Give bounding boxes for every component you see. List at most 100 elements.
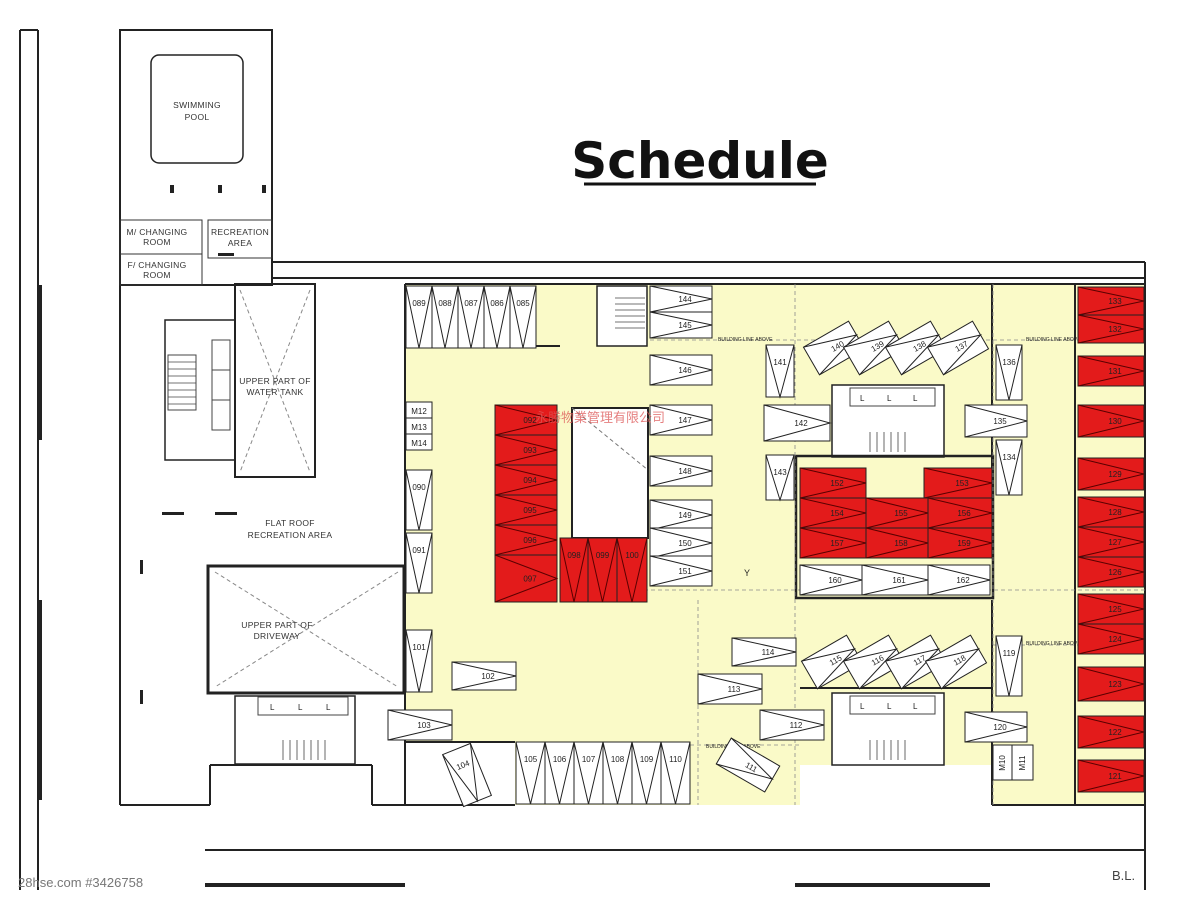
parking-bay-number: 154 <box>830 509 844 518</box>
parking-bay-number: 141 <box>773 358 787 367</box>
parking-bay-120: 120 <box>964 711 1028 743</box>
parking-bay-number: 150 <box>678 539 692 548</box>
parking-bay-108: 108 <box>602 741 633 805</box>
site-watermark: 28hse.com #3426758 <box>18 875 143 890</box>
pool-label-1: SWIMMING <box>173 100 221 110</box>
motorcycle-bay-m12: M12 <box>411 407 427 416</box>
recreation-area <box>207 219 273 259</box>
parking-bay-151: 151 <box>649 555 713 587</box>
parking-bay-104: 104 <box>441 742 493 808</box>
parking-bay-number: 133 <box>1108 297 1122 306</box>
parking-bay-marking <box>927 527 993 559</box>
parking-bay-outline <box>1077 526 1145 558</box>
parking-bay-outline <box>759 709 825 741</box>
parking-bay-outline <box>494 464 558 496</box>
building-line-note: BUILDING LINE ABOVE <box>1026 337 1081 343</box>
parking-bay-118: 118 <box>924 634 988 690</box>
parking-bay-outline <box>861 564 929 596</box>
parking-bay-outline <box>799 564 863 596</box>
lift-core-bottom-center: L L L <box>831 692 945 766</box>
parking-bay-number: 120 <box>993 723 1007 732</box>
parking-bay-outline <box>494 494 558 526</box>
parking-bay-number: 156 <box>957 509 971 518</box>
parking-bay-number: 162 <box>956 576 970 585</box>
parking-bay-marking <box>1077 526 1145 558</box>
parking-bay-number: 152 <box>830 479 844 488</box>
parking-bay-146: 146 <box>649 354 713 386</box>
parking-bay-135: 135 <box>964 404 1028 438</box>
parking-bay-marking <box>649 404 713 436</box>
parking-bay-160: 160 <box>799 564 863 596</box>
parking-bay-number: 090 <box>412 483 426 492</box>
parking-bay-number: 126 <box>1108 568 1122 577</box>
parking-bay-marking <box>494 554 559 603</box>
parking-bay-number: 135 <box>993 417 1007 426</box>
lift-mark: L <box>860 394 865 403</box>
lift-mark: L <box>887 394 892 403</box>
motorcycle-bay-m10: M10 <box>998 755 1007 771</box>
parking-bay-number: 130 <box>1108 417 1122 426</box>
parking-bay-111: 111 <box>715 737 781 793</box>
parking-bay-marking <box>451 661 517 691</box>
parking-bay-number: 108 <box>611 755 625 764</box>
parking-bay-outline <box>649 354 713 386</box>
parking-bay-marking <box>649 527 713 559</box>
parking-bay-number: 161 <box>892 576 906 585</box>
parking-bay-outline <box>964 404 1028 438</box>
parking-bay-outline <box>799 467 867 499</box>
parking-bay-number: 127 <box>1108 538 1122 547</box>
parking-bay-number: 148 <box>678 467 692 476</box>
parking-bay-marking <box>1077 666 1145 702</box>
parking-bay-outline <box>697 673 763 705</box>
parking-bay-outline <box>649 285 713 313</box>
parking-bay-153: 153 <box>923 467 993 499</box>
parking-bay-marking <box>759 709 825 741</box>
parking-bay-number: 114 <box>762 648 775 657</box>
parking-bay-marking <box>925 648 980 690</box>
parking-bay-091: 091 <box>405 532 433 594</box>
parking-bay-number: 107 <box>582 755 596 764</box>
parking-bay-157: 157 <box>799 527 867 559</box>
parking-bay-102: 102 <box>451 661 517 691</box>
parking-bay-outline <box>587 537 618 603</box>
parking-bay-outline <box>1077 556 1145 588</box>
parking-bay-number: 131 <box>1108 367 1122 376</box>
parking-bay-outline <box>616 537 648 603</box>
lift-core-bottom-left: L L L <box>234 695 356 765</box>
lift-mark: L <box>913 702 918 711</box>
parking-bay-159: 159 <box>927 527 993 559</box>
parking-bay-105: 105 <box>515 741 546 805</box>
central-void <box>571 407 649 539</box>
parking-bay-114: 114 <box>731 637 797 667</box>
parking-bay-number: 129 <box>1108 470 1122 479</box>
parking-bay-outline <box>483 285 511 349</box>
f-changing-label-1: F/ CHANGING <box>127 260 186 270</box>
parking-bay-outline <box>765 344 795 398</box>
parking-bay-marking <box>885 334 940 376</box>
parking-bay-129: 129 <box>1077 457 1145 491</box>
parking-bay-number: 094 <box>523 476 537 485</box>
water-tank-label-2: WATER TANK <box>247 387 304 397</box>
pool-label-2: POOL <box>185 112 210 122</box>
parking-bay-158: 158 <box>865 527 929 559</box>
parking-bay-outline <box>927 527 993 559</box>
parking-bay-marking <box>405 285 433 349</box>
left-stair-core <box>164 319 236 461</box>
parking-bay-096: 096 <box>494 524 558 556</box>
changing-rooms <box>119 219 203 286</box>
parking-bay-marking <box>559 537 589 603</box>
parking-bay-number: 143 <box>773 468 787 477</box>
parking-bay-155: 155 <box>865 497 929 529</box>
parking-bay-098: 098 <box>559 537 589 603</box>
parking-bay-marking <box>1077 715 1145 749</box>
parking-bay-156: 156 <box>927 497 993 529</box>
parking-bay-number: 089 <box>412 299 426 308</box>
building-line-corner-label: B.L. <box>1112 868 1135 883</box>
parking-bay-number: 088 <box>438 299 452 308</box>
parking-bay-123: 123 <box>1077 666 1145 702</box>
m-changing-label-2: ROOM <box>143 237 171 247</box>
parking-bay-outline <box>1077 623 1145 655</box>
parking-bay-112: 112 <box>759 709 825 741</box>
parking-bay-outline <box>865 527 929 559</box>
parking-bay-outline <box>387 709 453 741</box>
